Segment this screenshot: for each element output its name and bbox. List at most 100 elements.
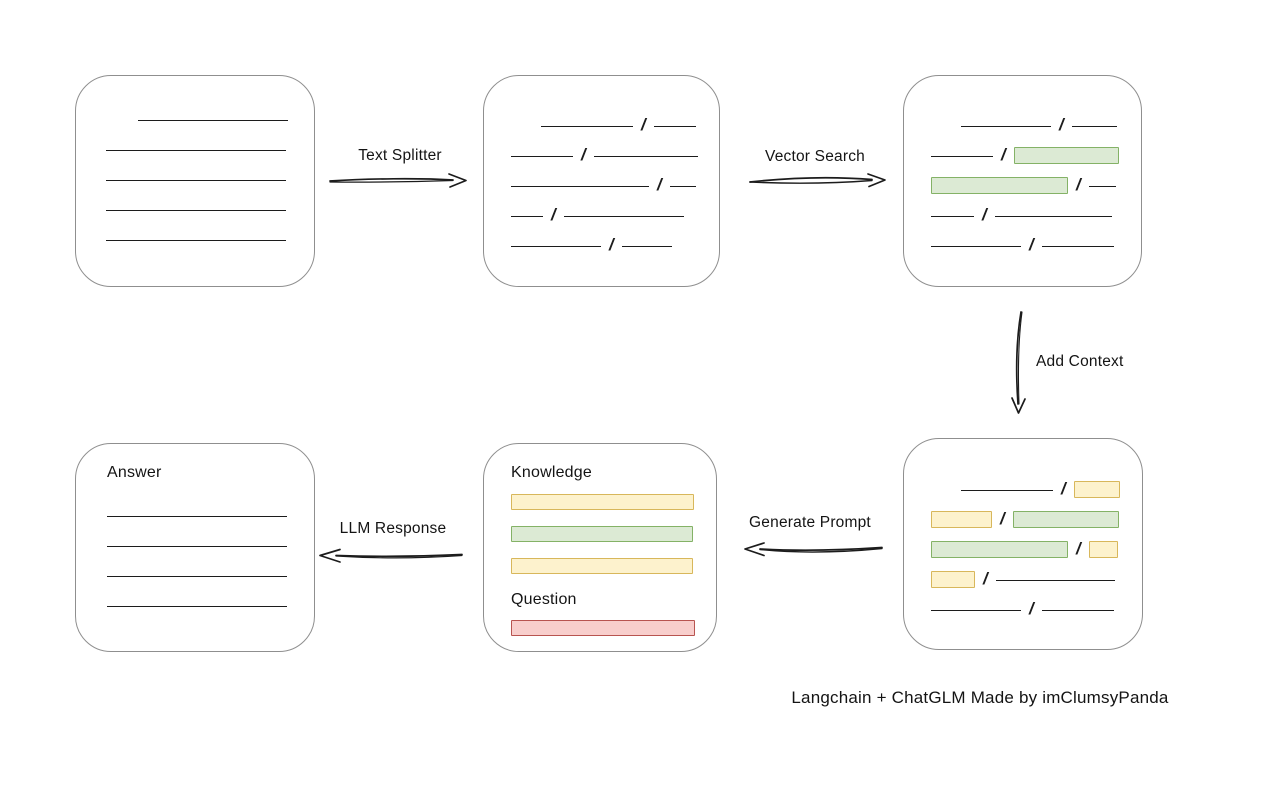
text-line: [106, 150, 286, 151]
split-slash: /: [1000, 509, 1005, 528]
text-line: [961, 126, 1051, 127]
split-slash: /: [551, 205, 556, 224]
text-line: [511, 216, 543, 217]
generate-prompt-arrow: [744, 542, 883, 557]
text-line: [931, 216, 974, 217]
split-slash: /: [581, 145, 586, 164]
text-line: [961, 490, 1053, 491]
split-slash: /: [1001, 145, 1006, 164]
knowledge-bars: [511, 494, 716, 574]
text-line: [931, 610, 1021, 611]
llm-response-label: LLM Response: [339, 520, 447, 537]
pattern-row: /: [931, 164, 1141, 194]
split-slash: /: [641, 115, 646, 134]
text-line: [1041, 610, 1114, 611]
highlight-yellow: [931, 511, 992, 528]
text-line: [106, 210, 286, 211]
highlight-green-bar: [511, 526, 693, 542]
pattern-row: /: [511, 134, 719, 164]
split-slash: /: [609, 235, 614, 254]
pattern-row: [107, 524, 314, 554]
pattern-row: /: [931, 194, 1141, 224]
generate-prompt-label: Generate Prompt: [749, 514, 871, 531]
highlight-red-bar: [511, 620, 695, 636]
split-slash: /: [1029, 599, 1034, 618]
pattern-row: /: [931, 224, 1141, 254]
text-line: [653, 126, 696, 127]
answer-label: Answer: [107, 464, 162, 481]
text-splitter-label: Text Splitter: [358, 147, 442, 164]
pattern-row: /: [931, 104, 1141, 134]
split-slash: /: [1059, 115, 1064, 134]
pattern-row: /: [931, 588, 1142, 618]
split-slash: /: [1076, 175, 1081, 194]
text-line: [931, 156, 993, 157]
indent-space: [931, 497, 953, 498]
highlight-yellow: [1073, 481, 1120, 498]
split-slash: /: [982, 205, 987, 224]
pattern-row: [106, 158, 314, 188]
pattern-row: /: [931, 558, 1142, 588]
pattern-row: /: [931, 468, 1142, 498]
highlight-yellow-bar: [511, 558, 693, 574]
vector-search-label: Vector Search: [765, 148, 865, 165]
text-line: [1088, 186, 1116, 187]
pattern-row: [106, 98, 314, 128]
vector-search-arrow: [749, 173, 886, 188]
text-line: [106, 180, 286, 181]
indent-space: [106, 127, 130, 128]
pattern-row: /: [511, 164, 719, 194]
text-line: [931, 246, 1021, 247]
highlight-yellow: [931, 571, 975, 588]
split-slash: /: [1029, 235, 1034, 254]
pattern-row: /: [931, 498, 1142, 528]
pattern-row: /: [931, 528, 1142, 558]
indent-space: [931, 133, 953, 134]
highlight-green: [931, 177, 1068, 194]
text-line: [138, 120, 288, 121]
indent-space: [511, 133, 533, 134]
split-slash: /: [1061, 479, 1066, 498]
highlight-yellow: [1088, 541, 1118, 558]
highlight-green: [931, 541, 1068, 558]
text-line: [994, 216, 1112, 217]
text-line: [107, 546, 287, 547]
highlight-yellow-bar: [511, 494, 694, 510]
add-context-label: Add Context: [1036, 353, 1124, 370]
split-slash: /: [657, 175, 662, 194]
text-line: [511, 186, 649, 187]
source-document-box: [75, 75, 315, 287]
retrieved-chunks-box: / / / / /: [903, 75, 1142, 287]
text-line: [621, 246, 672, 247]
text-splitter-arrow: [329, 173, 467, 188]
text-line: [107, 576, 287, 577]
knowledge-label: Knowledge: [511, 464, 592, 481]
text-line: [669, 186, 696, 187]
pattern-row: [107, 554, 314, 584]
add-context-arrow: [1011, 311, 1026, 414]
caption: Langchain + ChatGLM Made by imClumsyPand…: [791, 688, 1169, 707]
highlight-green: [1013, 147, 1119, 164]
question-label: Question: [511, 591, 577, 608]
split-text-box: / / / / /: [483, 75, 720, 287]
pattern-row: [106, 128, 314, 158]
split-slash: /: [983, 569, 988, 588]
llm-response-arrow: [319, 548, 463, 563]
split-text-lines: / / / / /: [484, 76, 719, 254]
text-line: [1041, 246, 1114, 247]
prompt-box: Knowledge Question: [483, 443, 717, 652]
pattern-row: [106, 188, 314, 218]
text-line: [593, 156, 698, 157]
pattern-row: /: [931, 134, 1141, 164]
text-line: [107, 606, 287, 607]
pattern-row: [107, 494, 314, 524]
text-line: [106, 240, 286, 241]
text-line: [995, 580, 1115, 581]
pattern-row: /: [511, 194, 719, 224]
text-line: [541, 126, 633, 127]
text-line: [511, 156, 573, 157]
context-chunks-lines: / / / / /: [904, 439, 1142, 618]
answer-lines: [107, 494, 314, 614]
split-slash: /: [1076, 539, 1081, 558]
